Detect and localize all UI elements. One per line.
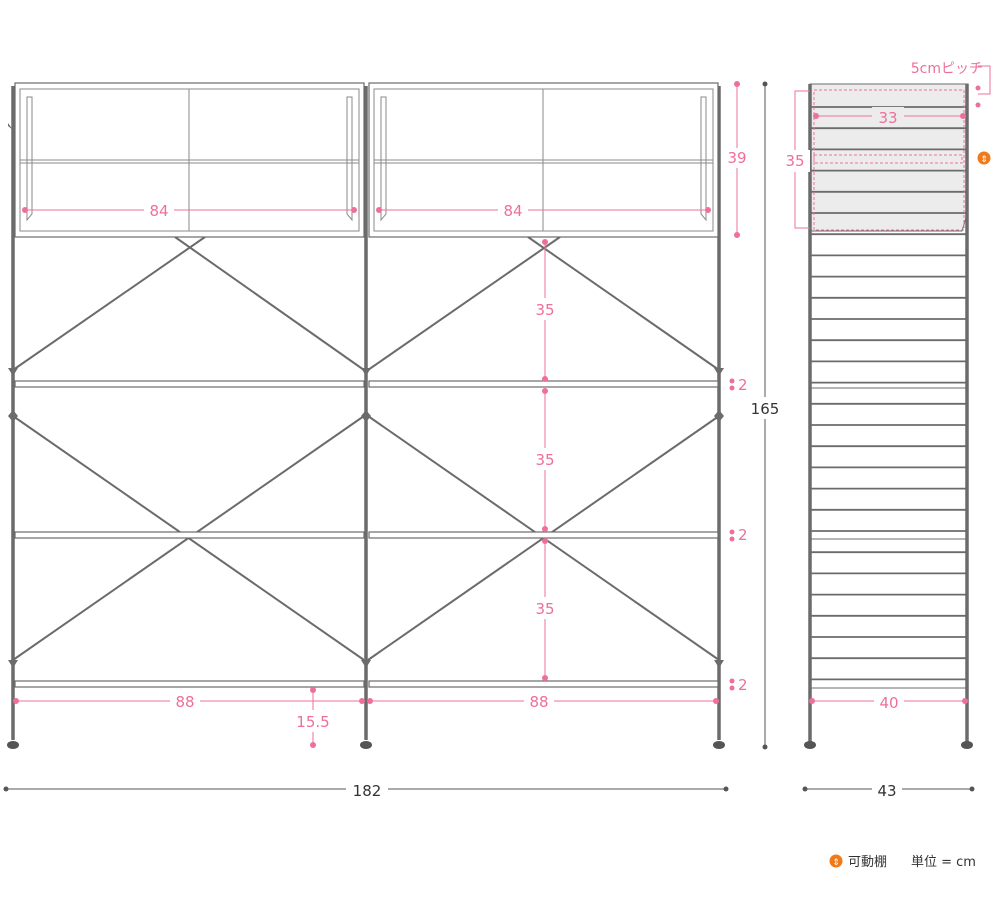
dim-door-width-left: 84 bbox=[22, 200, 357, 220]
dim-total-height: 165 bbox=[745, 81, 785, 750]
front-view bbox=[7, 82, 725, 749]
dim-shelf-thickness-3: 2 bbox=[729, 676, 748, 694]
shelf-depth-label: 40 bbox=[879, 694, 898, 712]
shelf-gap-label: 35 bbox=[535, 451, 554, 469]
dim-door-height: 39 bbox=[724, 81, 754, 238]
dim-cabinet-height: 35 bbox=[780, 90, 810, 229]
front-shelves bbox=[14, 380, 719, 688]
front-dimensions: 84 84 39 35 35 bbox=[3, 81, 785, 800]
door-width-label: 84 bbox=[503, 202, 522, 220]
orange-circle-arrows-icon bbox=[829, 854, 843, 868]
feet bbox=[7, 741, 725, 749]
dim-bay-width-right: 88 bbox=[367, 692, 719, 712]
pitch-label: 5cmピッチ bbox=[911, 61, 983, 77]
bay-width-label: 88 bbox=[529, 693, 548, 711]
dim-shelf-thickness-1: 2 bbox=[729, 376, 748, 394]
cabinet-right bbox=[368, 82, 719, 238]
bottom-clearance-label: 15.5 bbox=[296, 713, 329, 731]
shelf-thickness-label: 2 bbox=[738, 376, 748, 394]
total-height-label: 165 bbox=[751, 400, 780, 418]
movable-shelf-marker: ⇕ bbox=[977, 151, 991, 165]
dim-shelf-depth: 40 bbox=[809, 692, 968, 712]
dim-shelf-gap-2: 35 bbox=[528, 388, 562, 532]
side-dimensions: 5cmピッチ 33 35 ⇕ 40 43 bbox=[780, 61, 991, 800]
legend-marker-glyph: ⇕ bbox=[832, 858, 840, 868]
side-rungs bbox=[810, 106, 967, 681]
orange-circle-arrows-icon: ⇕ bbox=[980, 155, 988, 165]
legend-movable-shelf: 可動棚 bbox=[848, 855, 887, 870]
dim-pitch: 5cmピッチ bbox=[911, 61, 991, 108]
bay-width-label: 88 bbox=[175, 693, 194, 711]
dim-total-width: 182 bbox=[3, 780, 729, 800]
dim-shelf-gap-3: 35 bbox=[528, 538, 562, 681]
side-shelf-lines bbox=[810, 387, 967, 689]
dim-bay-width-left: 88 bbox=[13, 692, 365, 712]
total-width-label: 182 bbox=[353, 782, 382, 800]
side-posts bbox=[808, 84, 969, 742]
dim-door-width-right: 84 bbox=[376, 200, 711, 220]
door-height-label: 39 bbox=[727, 149, 746, 167]
side-feet bbox=[804, 741, 973, 749]
dim-cabinet-depth: 33 bbox=[813, 107, 966, 127]
dim-shelf-gap-1: 35 bbox=[528, 239, 562, 382]
shelf-thickness-label: 2 bbox=[738, 676, 748, 694]
legend: ⇕ 可動棚 単位 = cm bbox=[829, 854, 976, 870]
dim-shelf-thickness-2: 2 bbox=[729, 526, 748, 544]
side-cabinet bbox=[809, 83, 969, 232]
shelf-gap-label: 35 bbox=[535, 600, 554, 618]
cabinet-depth-label: 33 bbox=[878, 109, 897, 127]
shelf-thickness-label: 2 bbox=[738, 526, 748, 544]
cabinet-left bbox=[14, 82, 365, 238]
total-depth-label: 43 bbox=[877, 782, 896, 800]
dim-bottom-clearance: 15.5 bbox=[290, 687, 336, 748]
side-view bbox=[804, 83, 973, 749]
door-width-label: 84 bbox=[149, 202, 168, 220]
shelf-gap-label: 35 bbox=[535, 301, 554, 319]
dim-total-depth: 43 bbox=[802, 780, 975, 800]
cabinet-height-label: 35 bbox=[785, 152, 804, 170]
legend-unit: 単位 = cm bbox=[911, 854, 976, 870]
